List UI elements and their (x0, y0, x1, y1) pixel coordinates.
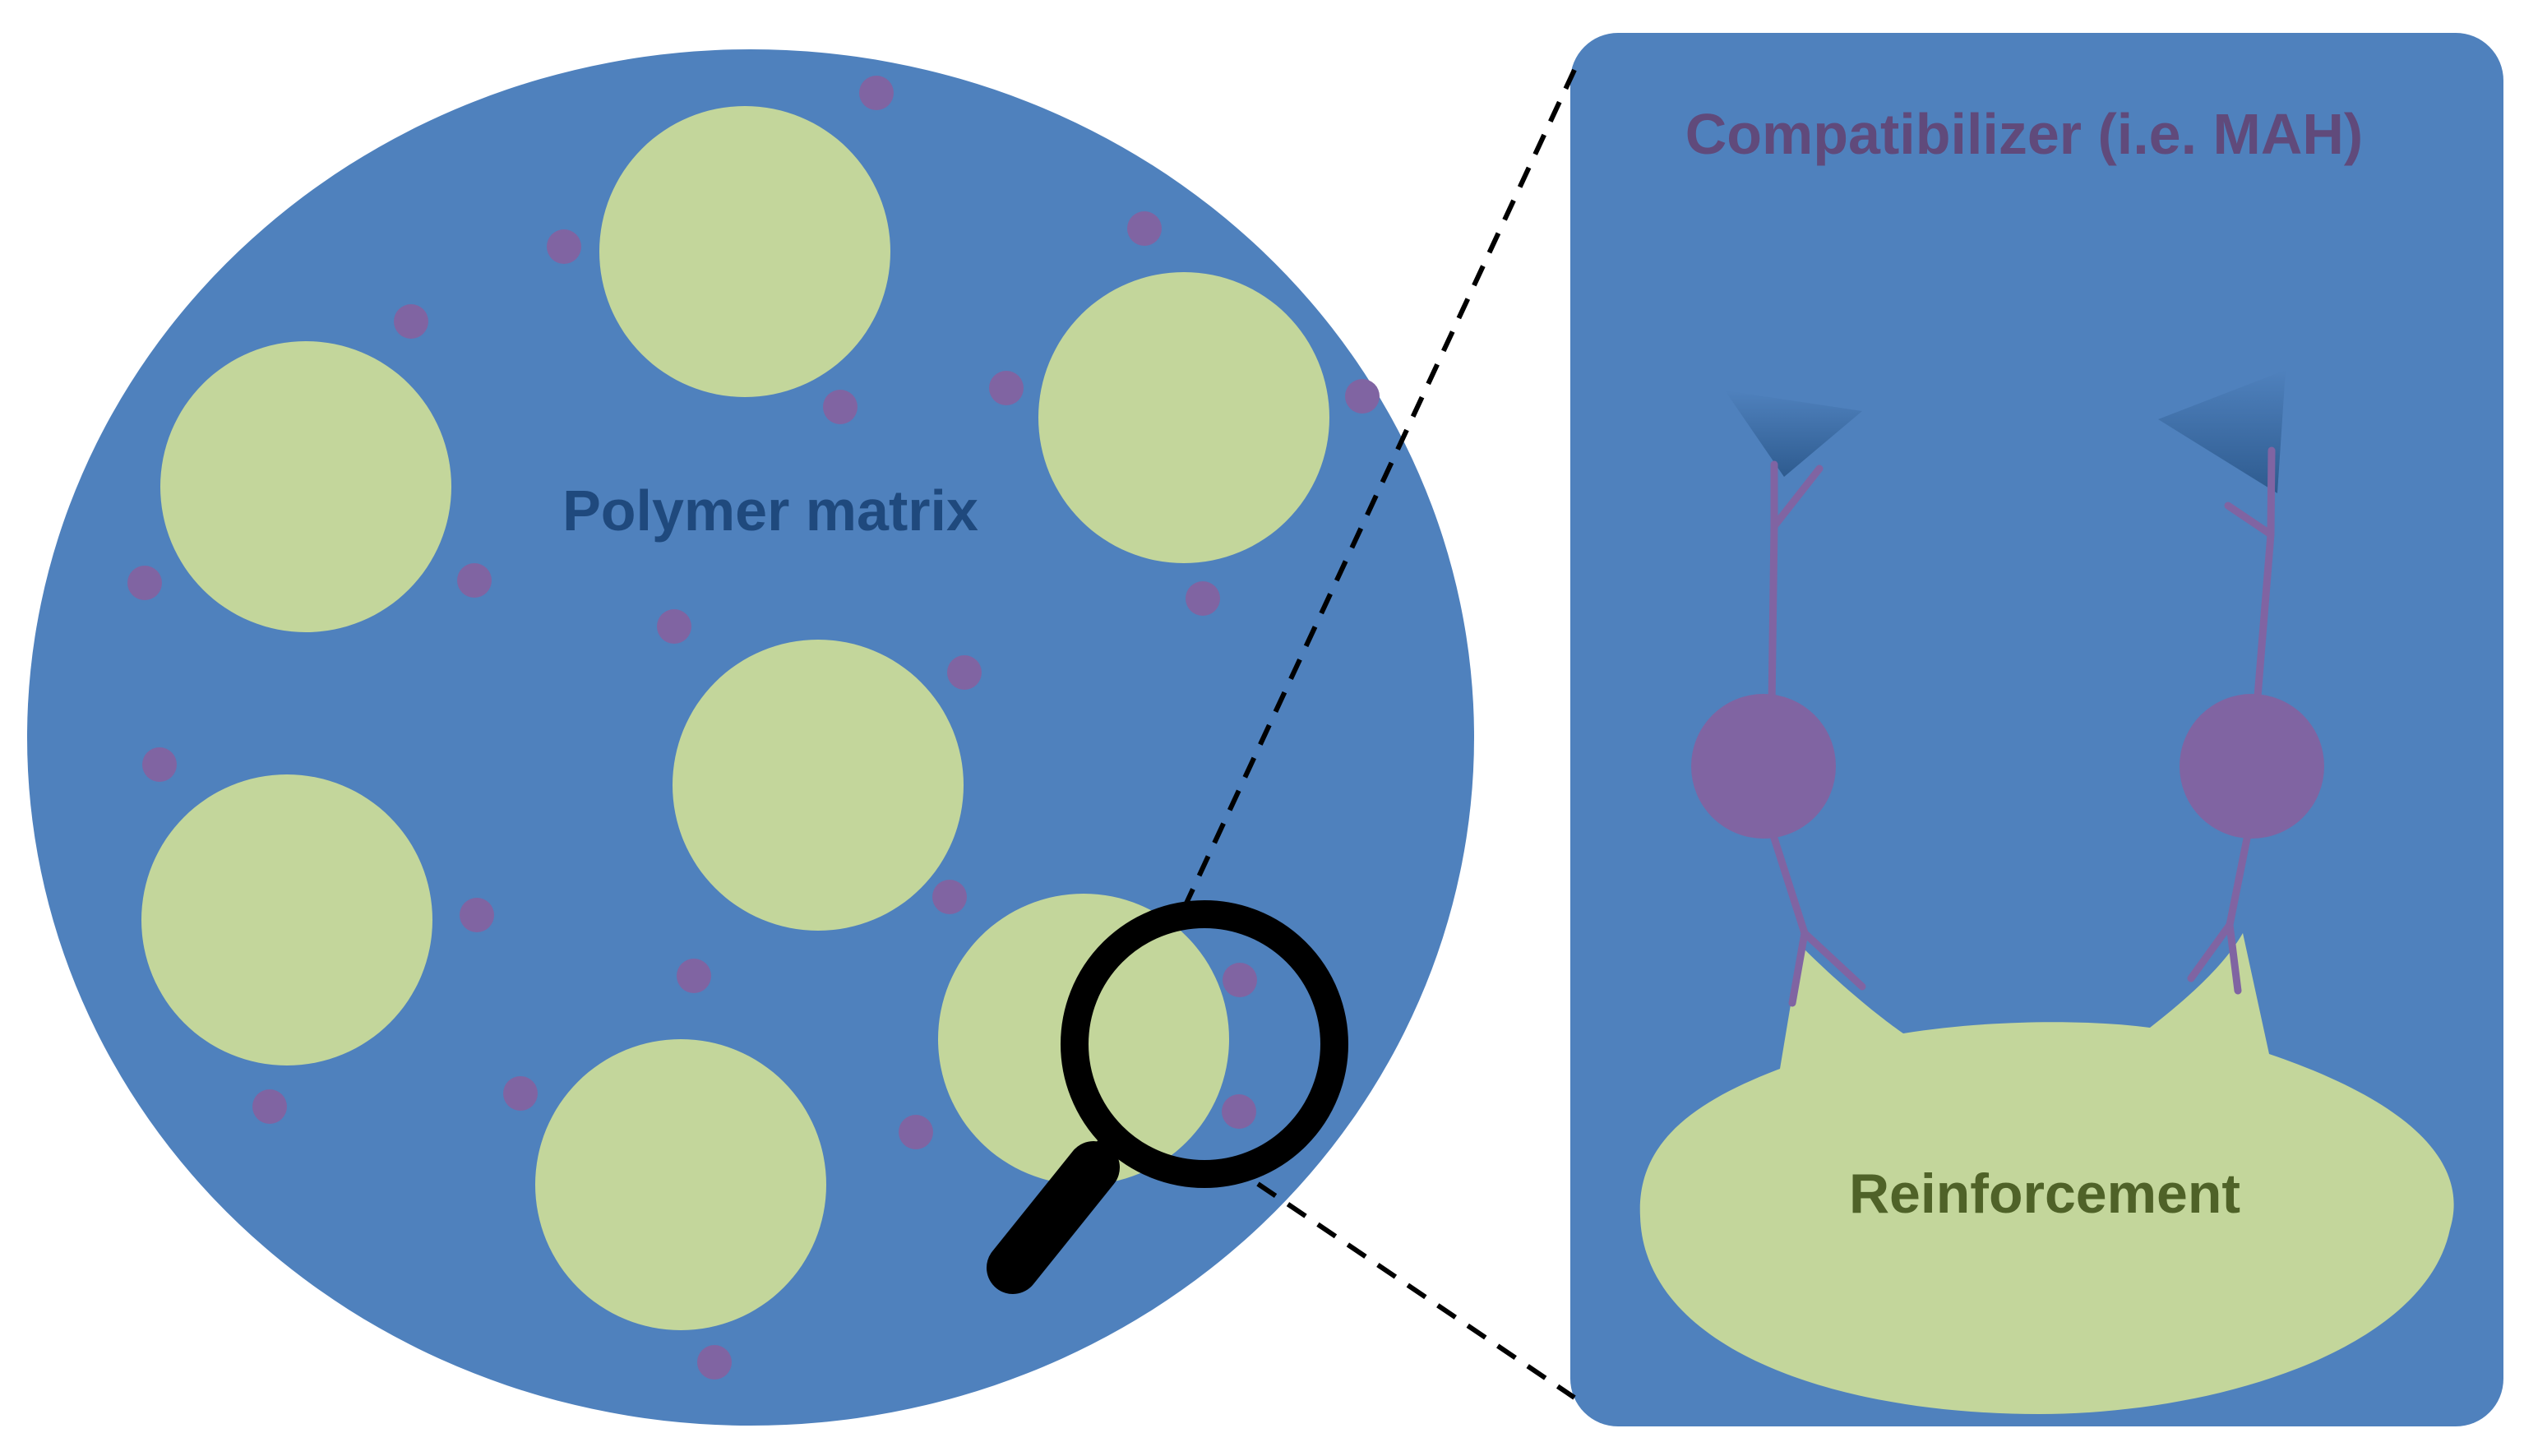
compatibilizer-dot (457, 563, 492, 598)
particle (160, 341, 451, 632)
compatibilizer-dot (1186, 581, 1220, 616)
compatibilizer-molecule-left (1691, 391, 1866, 1007)
compatibilizer-dot (859, 76, 894, 110)
compatibilizer-dot (1345, 379, 1380, 414)
compatibilizer-dot (932, 880, 967, 914)
compatibilizer-dot (1127, 211, 1162, 246)
reinforcement-body (1639, 933, 2454, 1414)
compatibilizer-dots (127, 76, 1380, 1380)
particle (599, 106, 890, 397)
zoom-line-top (1181, 68, 1577, 910)
particle (535, 1039, 826, 1330)
zoom-line-bottom (1256, 1181, 1576, 1400)
reinforcement-label: Reinforcement (1849, 1162, 2240, 1225)
zoom-lines (1181, 68, 1577, 1400)
compatibilizer-dot (899, 1115, 933, 1149)
compatibilizer-node (2180, 694, 2324, 839)
compatibilizer-dot (1223, 963, 1257, 997)
compatibilizer-dot (989, 371, 1024, 405)
compatibilizer-molecule-right (2158, 370, 2324, 995)
compatibilizer-dot (677, 959, 711, 993)
compatibilizer-dot (823, 390, 858, 424)
particle (141, 774, 432, 1065)
compatibilizer-label: Compatibilizer (i.e. MAH) (1685, 102, 2363, 166)
compatibilizer-dot (252, 1089, 287, 1124)
particle (1038, 272, 1329, 563)
matrix-chain-tip (2158, 370, 2286, 493)
compatibilizer-dot (547, 229, 581, 264)
compatibilizer-dot (460, 898, 494, 932)
compatibilizer-dot (394, 304, 428, 339)
detail-panel: Reinforcement Compatibilizer (i.e. MAH) (1570, 33, 2503, 1426)
matrix-chain-tip (1725, 391, 1862, 477)
compatibilizer-dot (657, 609, 691, 644)
compatibilizer-dot (697, 1345, 732, 1380)
particle (673, 640, 964, 931)
magnifying-glass-icon (987, 900, 1348, 1294)
compatibilizer-dot (947, 655, 982, 690)
compatibilizer-node (1691, 694, 1836, 839)
matrix-label: Polymer matrix (562, 478, 978, 543)
compatibilizer-dot (127, 566, 162, 600)
compatibilizer-dot (1222, 1094, 1256, 1129)
compatibilizer-dot (503, 1076, 538, 1111)
compatibilizer-dot (142, 747, 177, 782)
